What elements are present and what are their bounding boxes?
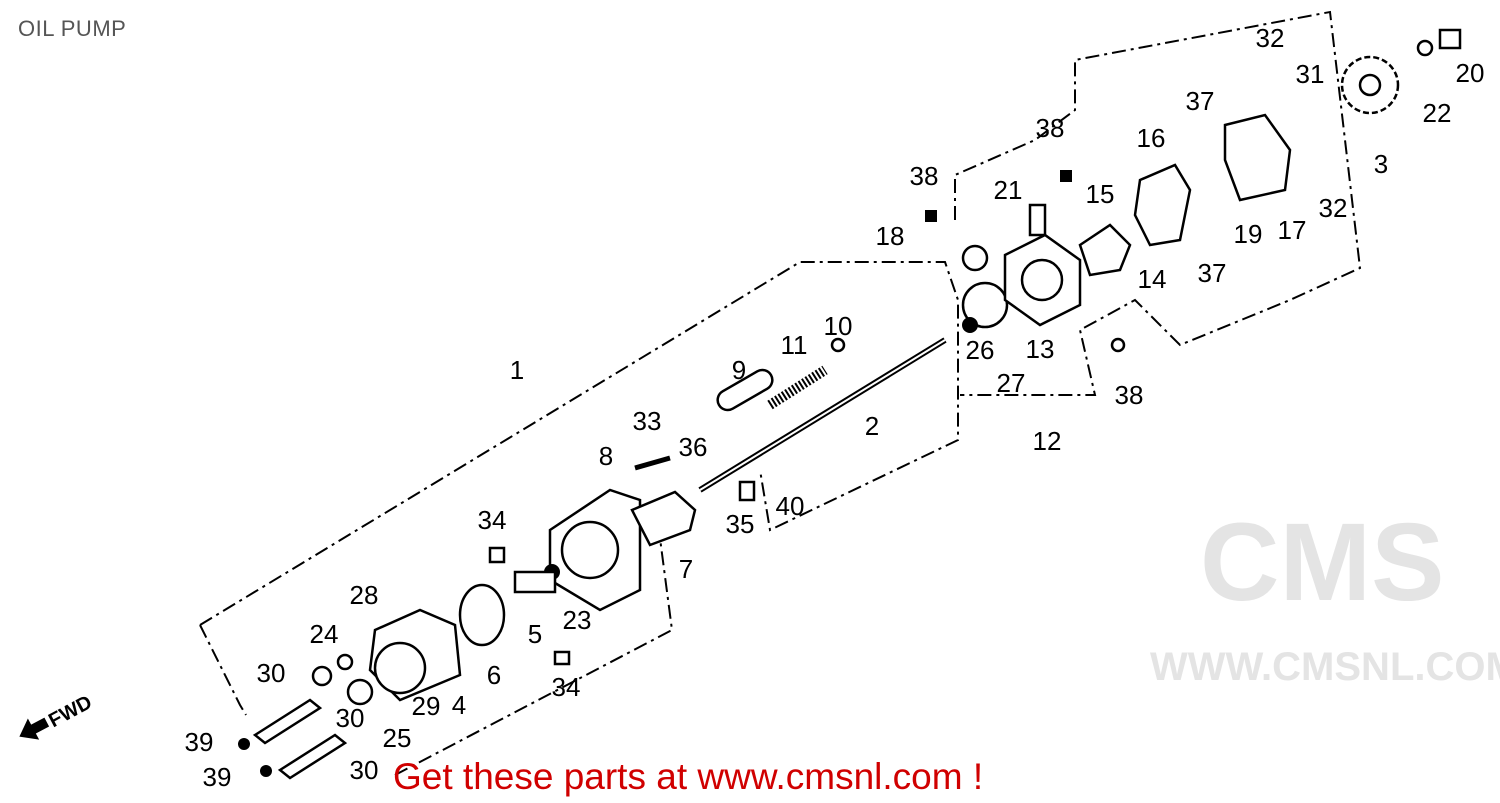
callout-part-18: 18 (876, 221, 905, 251)
callout-part-38: 38 (910, 161, 939, 191)
callout-part-20: 20 (1456, 58, 1485, 88)
callout-part-23: 23 (563, 605, 592, 635)
callout-part-26: 26 (966, 335, 995, 365)
callout-part-30: 30 (257, 658, 286, 688)
callout-part-15: 15 (1086, 179, 1115, 209)
callout-part-38: 38 (1036, 113, 1065, 143)
diagram-title: OIL PUMP (18, 16, 127, 41)
callout-part-29: 29 (412, 691, 441, 721)
callout-part-39: 39 (203, 762, 232, 792)
footer-promo-link[interactable]: Get these parts at www.cmsnl.com ! (393, 756, 984, 797)
callout-part-5: 5 (528, 619, 542, 649)
callout-part-32: 32 (1256, 23, 1285, 53)
callout-part-8: 8 (599, 441, 613, 471)
callout-part-40: 40 (776, 491, 805, 521)
callout-part-4: 4 (452, 690, 466, 720)
callout-part-10: 10 (824, 311, 853, 341)
callout-part-12: 12 (1033, 426, 1062, 456)
callout-part-25: 25 (383, 723, 412, 753)
callout-part-30: 30 (350, 755, 379, 785)
callout-part-21: 21 (994, 175, 1023, 205)
callout-part-31: 31 (1296, 59, 1325, 89)
callout-part-3: 3 (1374, 149, 1388, 179)
callout-part-11: 11 (781, 330, 808, 360)
callout-part-17: 17 (1278, 215, 1307, 245)
fwd-label: FWD (45, 691, 96, 732)
callout-part-24: 24 (310, 619, 339, 649)
callout-part-39: 39 (185, 727, 214, 757)
callout-part-30: 30 (336, 703, 365, 733)
callout-part-1: 1 (510, 355, 524, 385)
callout-part-38: 38 (1115, 380, 1144, 410)
callout-part-37: 37 (1198, 258, 1227, 288)
callout-part-33: 33 (633, 406, 662, 436)
watermark-url: WWW.CMSNL.COM (1150, 645, 1500, 689)
callout-part-13: 13 (1026, 334, 1055, 364)
callout-part-36: 36 (679, 432, 708, 462)
callout-part-28: 28 (350, 580, 379, 610)
callout-part-34: 34 (478, 505, 507, 535)
callout-part-14: 14 (1138, 264, 1167, 294)
callout-part-16: 16 (1137, 123, 1166, 153)
callout-part-7: 7 (679, 554, 693, 584)
callout-part-19: 19 (1234, 219, 1263, 249)
callout-part-32: 32 (1319, 193, 1348, 223)
parts (238, 28, 1462, 780)
callout-part-37: 37 (1186, 86, 1215, 116)
watermark: CMS WWW.CMSNL.COM (1150, 501, 1500, 689)
callout-part-35: 35 (726, 509, 755, 539)
callout-part-34: 34 (552, 672, 581, 702)
callout-part-27: 27 (997, 368, 1026, 398)
group-1-outline-top (199, 261, 959, 626)
group-1-outline (199, 624, 247, 716)
callout-part-2: 2 (865, 411, 879, 441)
callout-part-6: 6 (487, 660, 501, 690)
forward-arrow-icon: FWD (19, 691, 96, 740)
group-12-outline (954, 10, 1362, 396)
watermark-brand: CMS (1200, 501, 1444, 624)
callout-part-22: 22 (1423, 98, 1452, 128)
callout-part-9: 9 (732, 355, 746, 385)
